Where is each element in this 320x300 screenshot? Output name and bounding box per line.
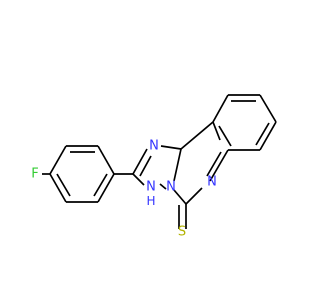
atom-sulfur: S bbox=[178, 225, 186, 240]
bond-c5-n4 bbox=[173, 189, 187, 205]
atom-nitrogen-triazole-nh: N bbox=[146, 180, 156, 195]
bond-triazole-n3-c3a bbox=[160, 145, 182, 150]
atom-nitrogen-bridge: N bbox=[166, 180, 176, 195]
bond-c5a-n5 bbox=[209, 149, 229, 182]
molecule-structure: F N N H N N S bbox=[31, 94, 277, 240]
bond-fphenyl-6 bbox=[49, 173, 67, 203]
bond-c9b-c5a bbox=[212, 121, 221, 141]
bond-n5-c5 bbox=[185, 187, 203, 205]
bond-fphenyl-3 bbox=[97, 145, 115, 175]
atom-nitrogen-triazole-top: N bbox=[149, 139, 159, 154]
bond-c7-c6 bbox=[259, 121, 277, 151]
bond-c9b-c9 bbox=[212, 94, 229, 123]
bond-c3a-c9b bbox=[180, 121, 214, 150]
bond-fphenyl-inner-2 bbox=[93, 173, 108, 197]
atom-labels: F N N H N N S bbox=[31, 139, 217, 240]
bond-c7-c6-double bbox=[255, 122, 270, 146]
atom-nitrogen-quinazoline: N bbox=[207, 175, 217, 190]
atom-hydrogen-nh: H bbox=[146, 194, 155, 208]
bond-triazole-n1-c2 bbox=[132, 173, 145, 186]
bond-triazole-c3a-n4 bbox=[173, 148, 182, 182]
bond-fphenyl-4 bbox=[97, 173, 115, 203]
bond-triazole-n4-n1 bbox=[159, 183, 167, 190]
atom-fluorine: F bbox=[31, 167, 38, 182]
bond-c8-c7 bbox=[259, 94, 277, 123]
bond-c5a-c9b-inner bbox=[218, 125, 232, 147]
bond-triazole-c2-n3-double bbox=[139, 155, 152, 177]
bonds bbox=[42, 94, 277, 229]
bond-fphenyl-inner-3 bbox=[56, 173, 71, 197]
bond-triazole-c2-n3 bbox=[132, 148, 148, 175]
bond-c5a-n5-double bbox=[206, 151, 222, 177]
bond-fphenyl-1 bbox=[49, 145, 67, 175]
